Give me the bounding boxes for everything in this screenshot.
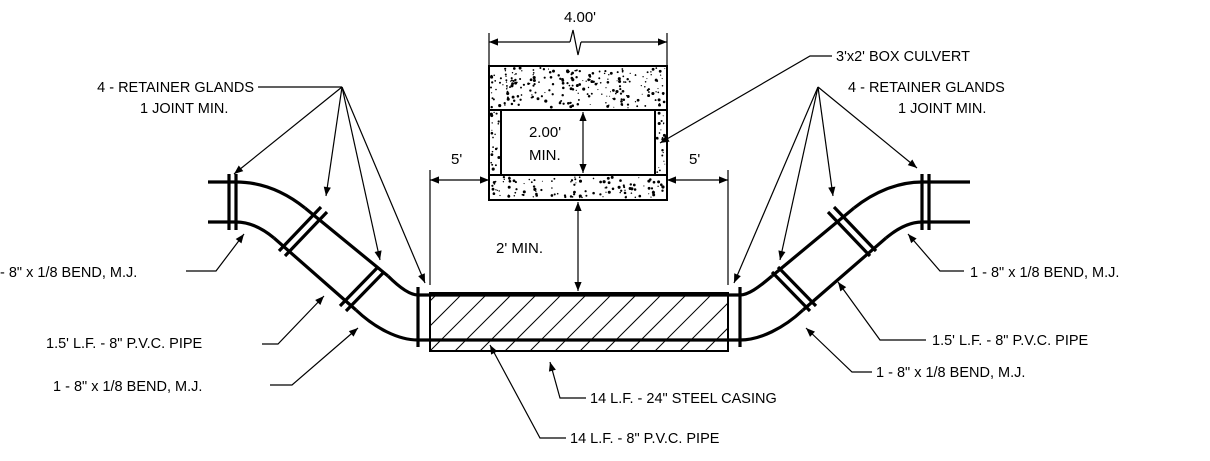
steel-casing-label: 14 L.F. - 24" STEEL CASING xyxy=(590,391,777,407)
culvert-height-dimension: 2.00' MIN. xyxy=(529,112,587,173)
pipe-right-label: 1.5' L.F. - 8" P.V.C. PIPE xyxy=(932,333,1089,349)
offset-left-label: 5' xyxy=(451,151,462,168)
callout-bend-right-upper: 1 - 8" x 1/8 BEND, M.J. xyxy=(907,233,1119,281)
callout-bend-left-upper: - 8" x 1/8 BEND, M.J. xyxy=(0,233,245,281)
concrete-texture xyxy=(489,66,666,199)
culvert-width-dimension: 4.00' xyxy=(488,9,668,66)
callout-glands-left: 4 - RETAINER GLANDS 1 JOINT MIN. xyxy=(97,80,426,284)
bend-right-upper-label: 1 - 8" x 1/8 BEND, M.J. xyxy=(970,265,1119,281)
cover-dimension: 2' MIN. xyxy=(496,202,582,291)
bend-right-lower-label: 1 - 8" x 1/8 BEND, M.J. xyxy=(876,365,1025,381)
callout-pipe-left: 1.5' L.F. - 8" P.V.C. PIPE xyxy=(46,295,325,352)
glands-right-line1: 4 - RETAINER GLANDS xyxy=(848,80,1005,96)
cover-label: 2' MIN. xyxy=(496,240,543,257)
callout-steel-casing: 14 L.F. - 24" STEEL CASING xyxy=(548,361,777,407)
bend-left-lower-label: 1 - 8" x 1/8 BEND, M.J. xyxy=(53,379,202,395)
callout-bend-right-lower: 1 - 8" x 1/8 BEND, M.J. xyxy=(805,327,1025,381)
bend-left-upper-label: - 8" x 1/8 BEND, M.J. xyxy=(0,265,137,281)
steel-casing xyxy=(429,292,729,352)
culvert-left-wall xyxy=(488,109,502,176)
casing-hatching xyxy=(430,293,728,351)
offset-dimensions: 5' 5' xyxy=(429,151,729,285)
box-culvert xyxy=(488,65,668,201)
pipe-left-label: 1.5' L.F. - 8" P.V.C. PIPE xyxy=(46,336,203,352)
culvert-top-slab xyxy=(488,65,668,111)
callout-pipe-right: 1.5' L.F. - 8" P.V.C. PIPE xyxy=(837,281,1089,349)
culvert-height-min-label: MIN. xyxy=(529,147,561,164)
glands-right-line2: 1 JOINT MIN. xyxy=(898,101,986,117)
box-culvert-label: 3'x2' BOX CULVERT xyxy=(836,49,970,65)
pvc-pipe-label: 14 L.F. - 8" P.V.C. PIPE xyxy=(570,431,720,447)
callout-bend-left-lower: 1 - 8" x 1/8 BEND, M.J. xyxy=(53,327,359,395)
offset-right-label: 5' xyxy=(689,151,700,168)
glands-left-line1: 4 - RETAINER GLANDS xyxy=(97,80,254,96)
pipe-joints xyxy=(227,174,931,347)
culvert-height-label: 2.00' xyxy=(529,124,561,141)
glands-left-line2: 1 JOINT MIN. xyxy=(140,101,228,117)
callout-pvc-pipe: 14 L.F. - 8" P.V.C. PIPE xyxy=(489,344,720,447)
pipe-run xyxy=(208,174,970,347)
callout-box-culvert: 3'x2' BOX CULVERT xyxy=(659,49,970,144)
callout-glands-right: 4 - RETAINER GLANDS 1 JOINT MIN. xyxy=(733,80,1005,284)
culvert-bottom-slab xyxy=(488,174,668,201)
culvert-width-label: 4.00' xyxy=(564,9,596,26)
